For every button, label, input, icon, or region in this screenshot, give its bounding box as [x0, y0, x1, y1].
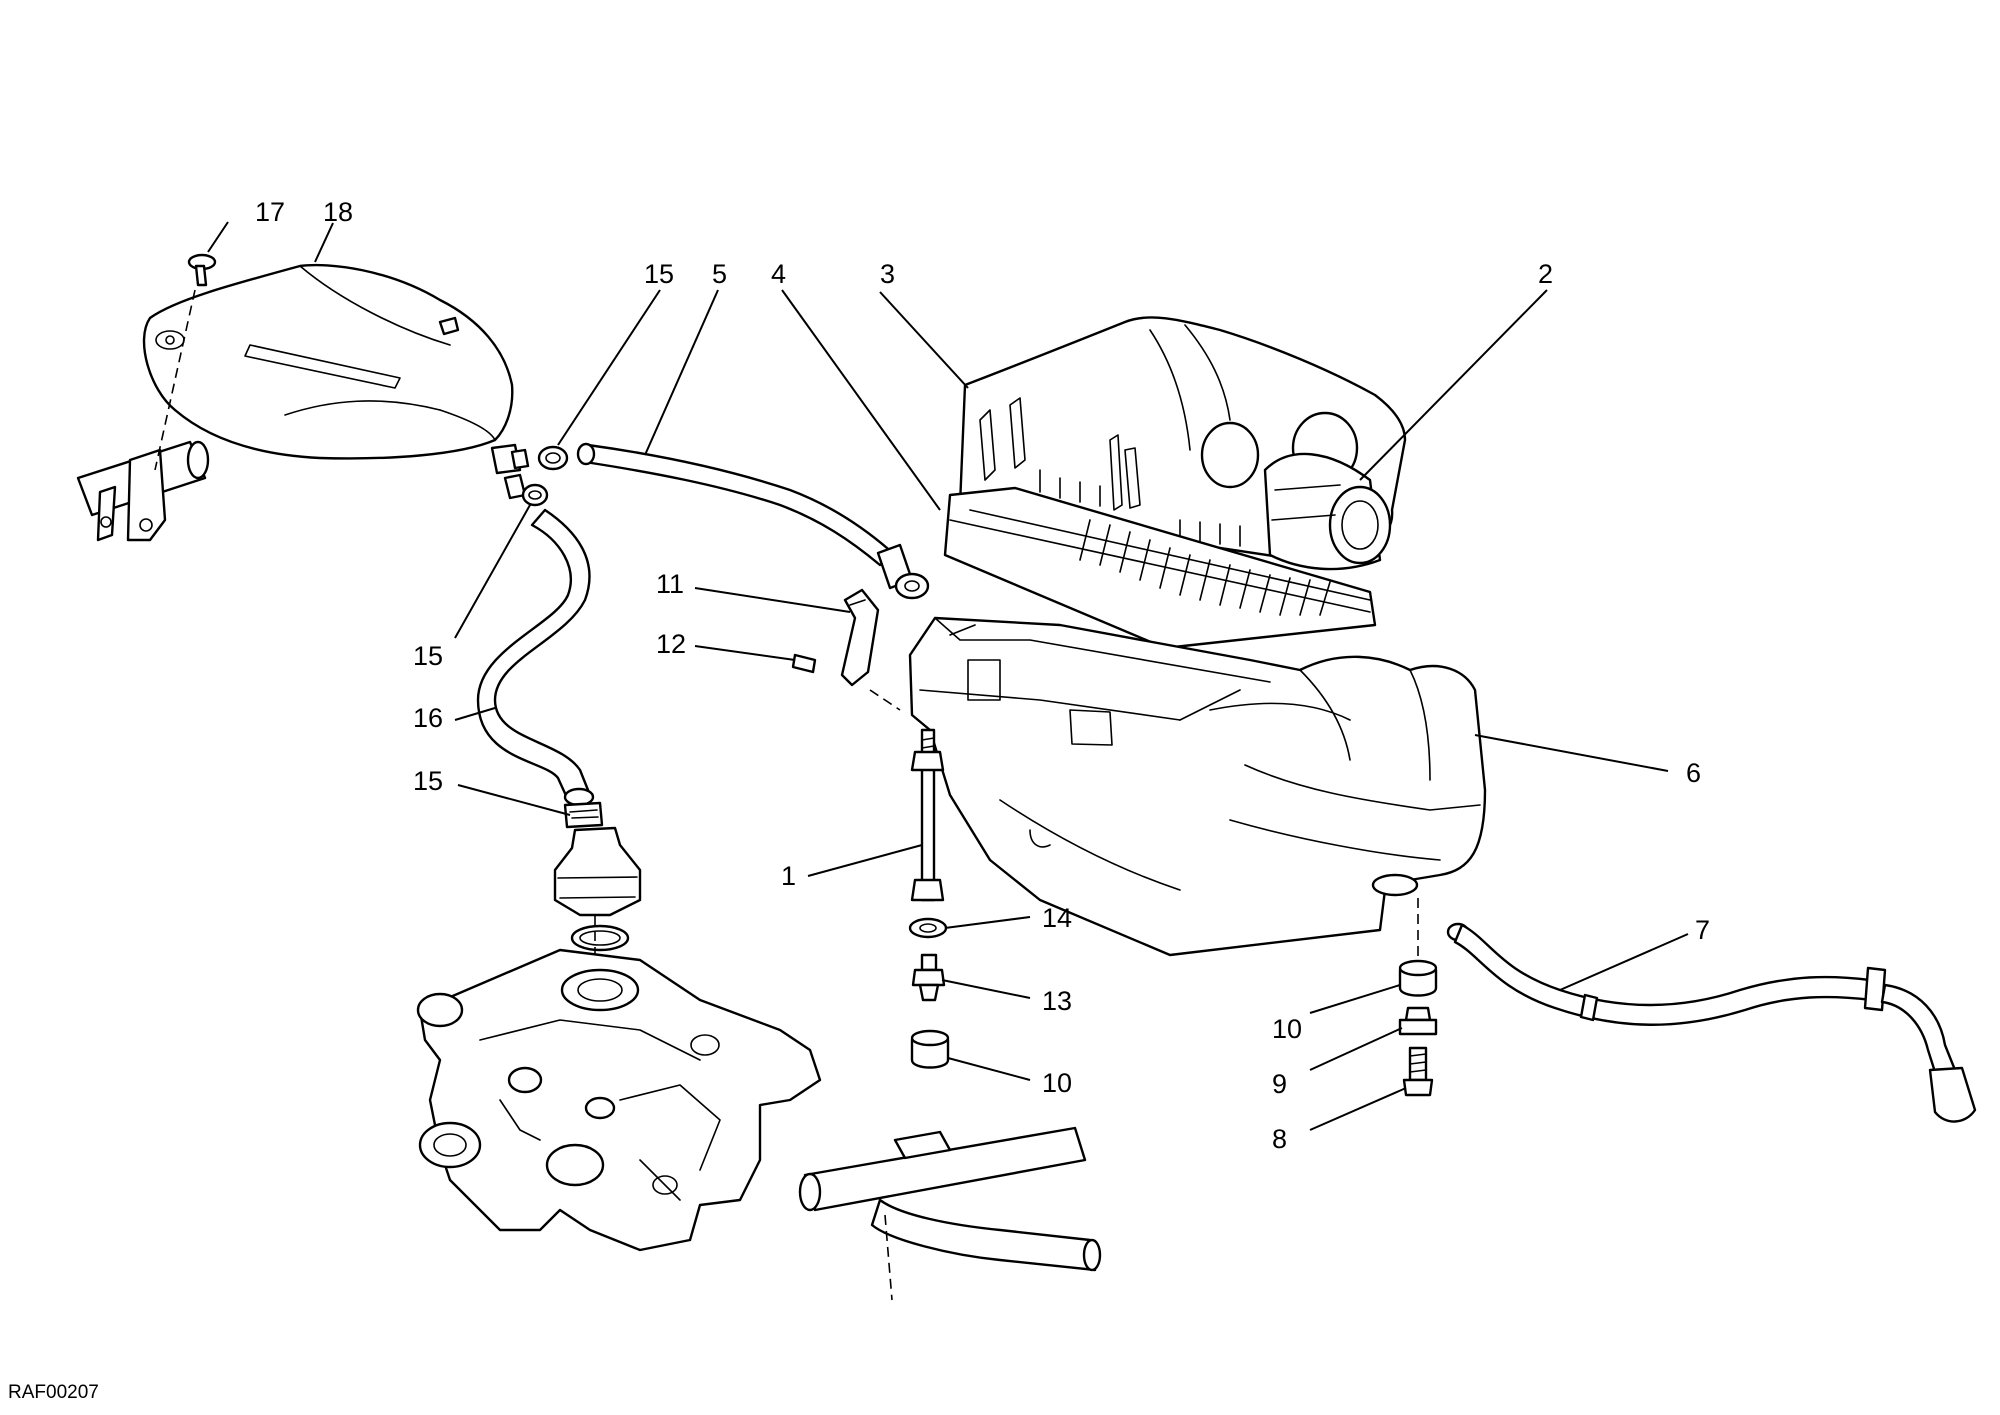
hose-fittings — [490, 443, 569, 507]
callout-3: 3 — [880, 259, 895, 289]
callout-13: 13 — [1042, 986, 1072, 1016]
breather-valve — [553, 826, 642, 952]
frame-tube-left — [76, 440, 210, 542]
callout-11: 11 — [656, 569, 684, 599]
retaining-clip — [840, 588, 880, 687]
assembly-axis — [869, 689, 901, 711]
callout-10-left: 10 — [1042, 1068, 1072, 1098]
callout-12: 12 — [656, 629, 686, 659]
callout-5: 5 — [712, 259, 727, 289]
engine-crankcase — [416, 948, 822, 1252]
breather-tank — [142, 263, 514, 460]
breather-hose-lower — [476, 508, 595, 807]
pin — [791, 653, 817, 674]
callout-8: 8 — [1272, 1124, 1287, 1154]
screw — [187, 253, 217, 287]
callout-1: 1 — [781, 861, 796, 891]
callout-7: 7 — [1695, 915, 1710, 945]
callout-4: 4 — [771, 259, 786, 289]
spacer — [911, 953, 946, 1002]
assembly-axis — [154, 289, 196, 471]
callout-labels: 17 18 15 5 4 3 2 11 12 15 16 15 6 1 14 1… — [255, 197, 1710, 1154]
callout-18: 18 — [323, 197, 353, 227]
callout-15-middle: 15 — [413, 641, 443, 671]
rubber-grommet-right — [1398, 959, 1438, 997]
callout-15-upper: 15 — [644, 259, 674, 289]
diagram-code: RAF00207 — [8, 1382, 99, 1403]
air-filter — [943, 486, 1377, 650]
breather-hose-upper — [576, 442, 930, 600]
mounting-stud — [910, 728, 945, 902]
bushing — [1398, 1006, 1438, 1036]
callout-17: 17 — [255, 197, 285, 227]
intake-funnel — [1263, 452, 1392, 571]
airbox-lower — [908, 616, 1487, 957]
hose-clamp — [563, 801, 604, 829]
callout-15-lower: 15 — [413, 766, 443, 796]
callout-9: 9 — [1272, 1069, 1287, 1099]
leader-lines — [207, 221, 1689, 1131]
callout-2: 2 — [1538, 259, 1553, 289]
rubber-grommet-left — [910, 1029, 950, 1069]
drain-hose — [1446, 922, 1977, 1123]
bolt — [1402, 1046, 1434, 1097]
callout-16: 16 — [413, 703, 443, 733]
frame-tube-lower — [798, 1126, 1102, 1301]
callout-6: 6 — [1686, 758, 1701, 788]
washer — [908, 917, 948, 939]
callout-10-right: 10 — [1272, 1014, 1302, 1044]
callout-14: 14 — [1042, 903, 1072, 933]
